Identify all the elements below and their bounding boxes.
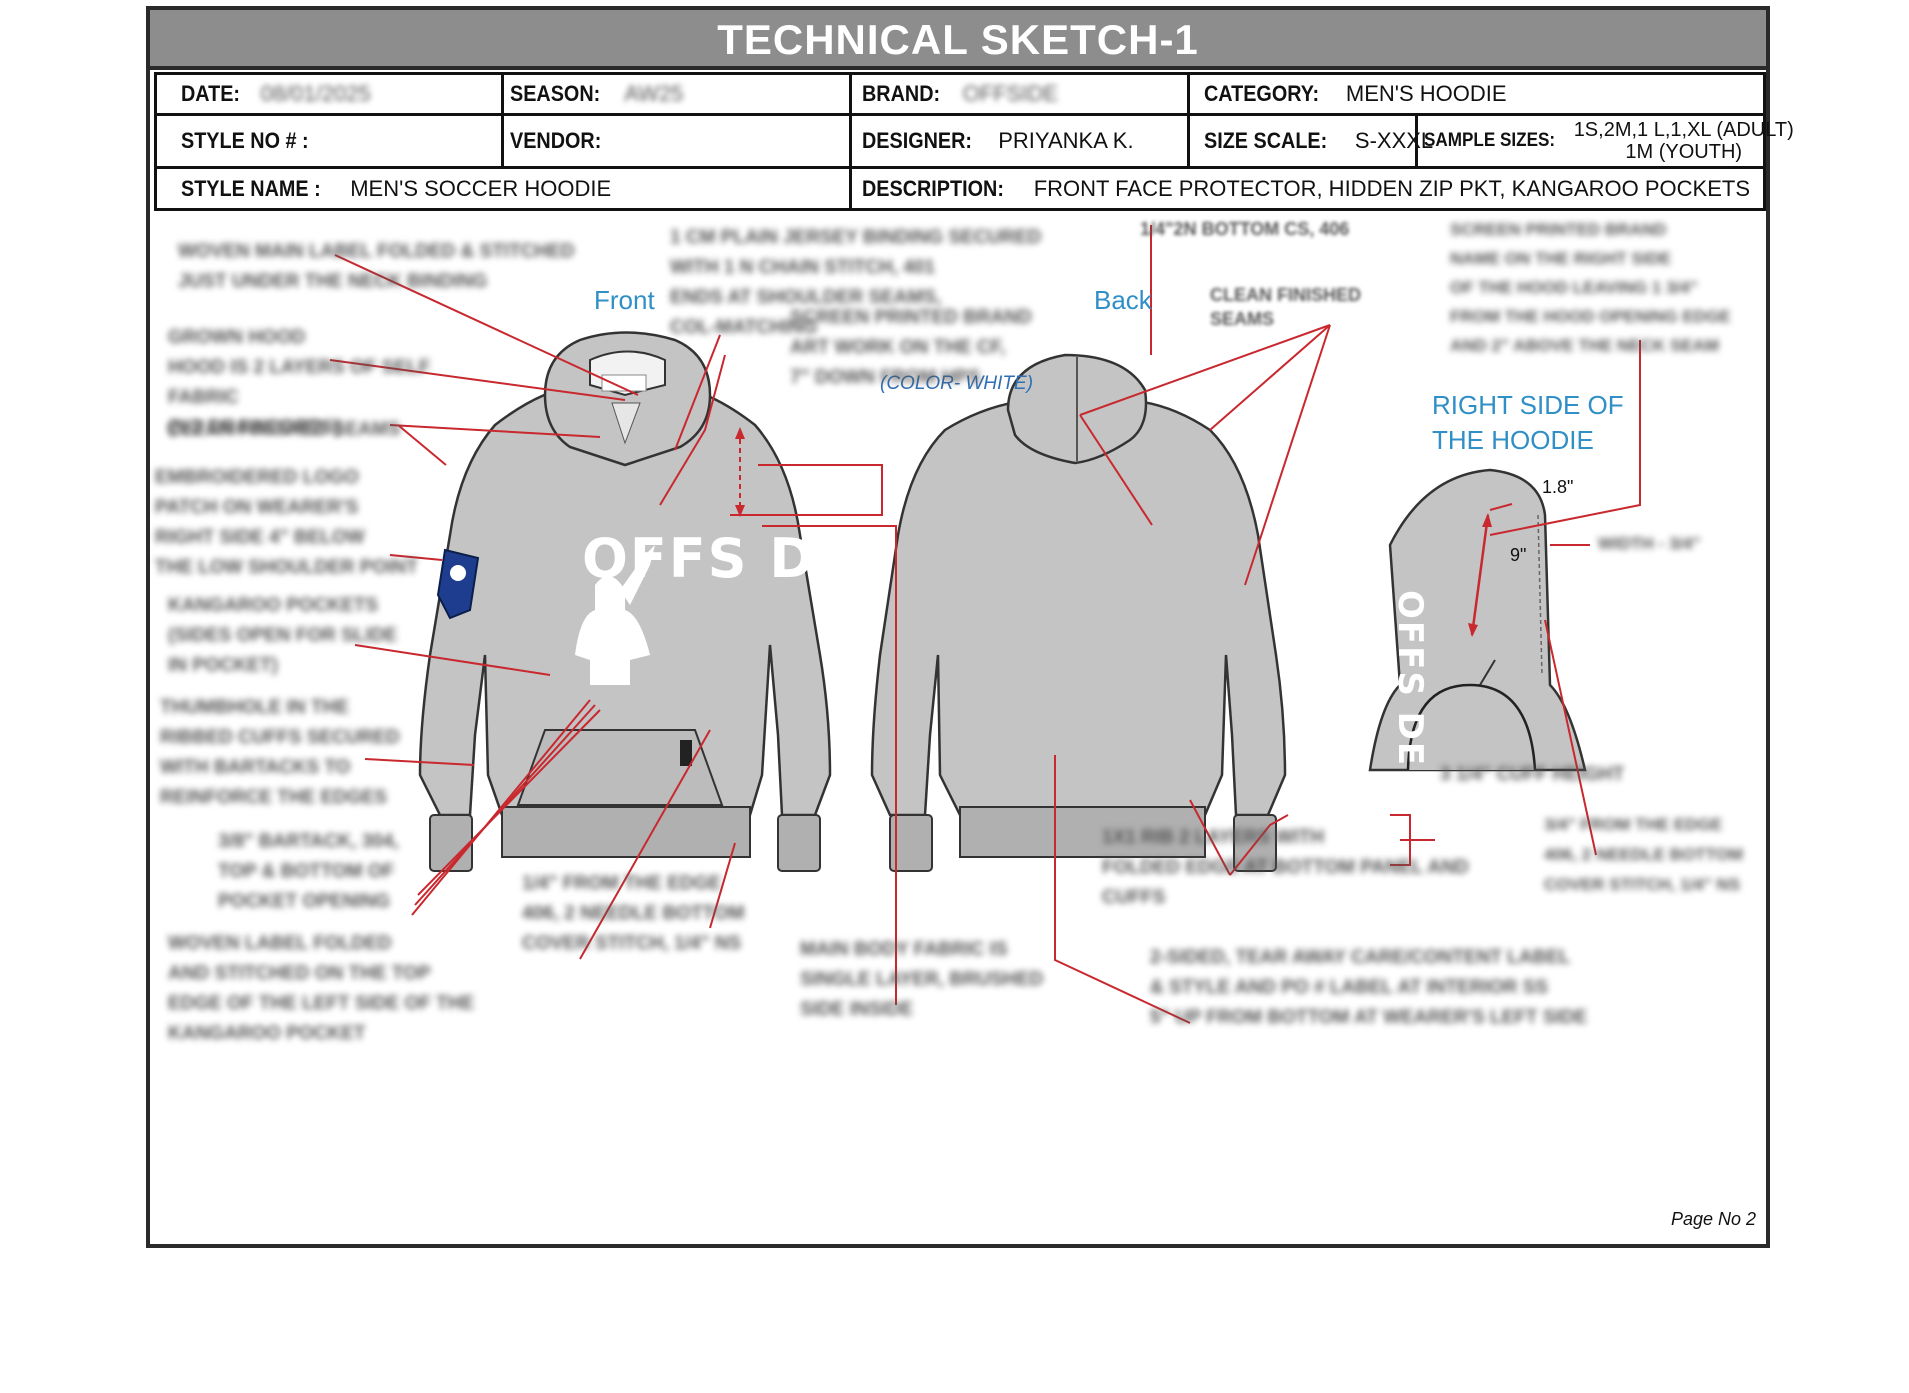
embroidered-logo-patch <box>436 548 480 620</box>
season-value: AW25 <box>624 81 684 106</box>
dim-1-8: 1.8" <box>1542 477 1574 497</box>
season-cell: SEASON: AW25 <box>501 72 852 116</box>
note-clean-seams-back: CLEAN FINISHED SEAMS <box>1210 285 1362 329</box>
size-scale-label: SIZE SCALE: <box>1204 128 1328 153</box>
side-brand-print: OFFS DE <box>1390 590 1430 768</box>
category-value: MEN'S HOODIE <box>1345 81 1507 106</box>
note-hood: GROWN HOOD HOOD IS 2 LAYERS OF SELF FABR… <box>168 327 431 438</box>
callout-lines <box>329 225 1641 1024</box>
sketch-svg <box>329 225 1641 1024</box>
note-main-label: WOVEN MAIN LABEL FOLDED & STITCHED JUST … <box>178 241 575 292</box>
note-screen-print-front: SCREEN PRINTED BRAND ART WORK ON THE CF,… <box>790 307 1032 388</box>
page-number: Page No 2 <box>1670 1209 1756 1229</box>
sketch-area: OFFS DE OFFS DE Front Back RIGHT SIDE OF… <box>150 215 1766 1245</box>
note-bartack: 3/8" BARTACK, 304, TOP & BOTTOM OF POCKE… <box>218 831 399 912</box>
front-view-title: Front <box>594 285 655 315</box>
style-name-value: MEN'S SOCCER HOODIE <box>350 175 612 201</box>
note-hood-stitch: 3/4" FROM THE EDGE 406, 2 NEEDLE BOTTOM … <box>1544 815 1744 894</box>
sample-sizes-values: 1S,2M,1 L,1,XL (ADULT) 1M (YOUTH) <box>1574 119 1794 163</box>
description-label: DESCRIPTION: <box>862 175 1004 201</box>
note-rib: 1X1 RIB 2 LAYERS WITH FOLDED EDGE AT BOT… <box>1102 827 1469 908</box>
style-name-cell: STYLE NAME : MEN'S SOCCER HOODIE <box>154 166 852 211</box>
side-view-title-line1: RIGHT SIDE OF <box>1432 390 1624 420</box>
pocket-woven-label <box>680 740 692 766</box>
note-cuff-height: 3 1/4" CUFF HEIGHT <box>1440 764 1625 785</box>
style-no-label: STYLE NO # : <box>181 128 309 153</box>
note-woven-label-pocket: WOVEN LABEL FOLDED AND STITCHED ON THE T… <box>168 933 475 1044</box>
side-hood <box>1368 468 1587 772</box>
note-screen-print-hood: SCREEN PRINTED BRAND NAME ON THE RIGHT S… <box>1450 220 1731 355</box>
back-waistband <box>959 806 1206 858</box>
back-hoodie <box>870 353 1287 872</box>
tech-sheet: TECHNICAL SKETCH-1 DATE: 08/01/2025 SEAS… <box>146 6 1794 1248</box>
sample-sizes-label: SAMPLE SIZES: <box>1424 130 1556 151</box>
category-label: CATEGORY: <box>1204 81 1320 106</box>
designer-cell: DESIGNER: PRIYANKA K. <box>849 113 1190 169</box>
style-no-cell: STYLE NO # : <box>154 113 504 169</box>
note-thumbhole: THUMBHOLE IN THE RIBBED CUFFS SECURED WI… <box>160 697 400 808</box>
front-waistband <box>501 806 751 858</box>
date-cell: DATE: 08/01/2025 <box>154 72 504 116</box>
brand-cell: BRAND: OFFSIDE <box>849 72 1190 116</box>
dim-9: 9" <box>1510 545 1527 565</box>
front-hoodie <box>418 331 832 872</box>
front-brand-print: OFFS DE <box>582 527 856 590</box>
vendor-label: VENDOR: <box>510 128 602 153</box>
note-binding: 1 CM PLAIN JERSEY BINDING SECURED WITH 1… <box>670 227 1042 338</box>
back-view-title: Back <box>1094 285 1152 315</box>
note-pocket-stitch: 1/4" FROM THE EDGE 406, 2 NEEDLE BOTTOM … <box>522 873 745 954</box>
size-scale-value: S-XXXL <box>1354 128 1434 153</box>
sample-sizes-line1: 1S,2M,1 L,1,XL (ADULT) <box>1573 119 1794 141</box>
note-width: WIDTH - 3/4" <box>1598 534 1701 553</box>
note-embroidered-logo: EMBROIDERED LOGO PATCH ON WEARER'S RIGHT… <box>155 467 418 578</box>
date-label: DATE: <box>181 81 241 106</box>
front-right-cuff <box>777 814 821 872</box>
sample-sizes-cell: SAMPLE SIZES: 1S,2M,1 L,1,XL (ADULT) 1M … <box>1415 113 1794 169</box>
season-label: SEASON: <box>510 81 601 106</box>
style-name-label: STYLE NAME : <box>181 175 321 201</box>
note-main-fabric: MAIN BODY FABRIC IS SINGLE LAYER, BRUSHE… <box>800 939 1044 1020</box>
note-bottom-cs: 1/4"2N BOTTOM CS, 406 <box>1140 219 1350 239</box>
description-cell: DESCRIPTION: FRONT FACE PROTECTOR, HIDDE… <box>849 166 1766 211</box>
side-view-title-line2: THE HOODIE <box>1432 425 1594 455</box>
brand-value: OFFSIDE <box>962 81 1059 106</box>
vendor-cell: VENDOR: <box>501 113 852 169</box>
note-care-label: 2-SIDED, TEAR AWAY CARE/CONTENT LABEL & … <box>1150 947 1588 1028</box>
back-left-cuff <box>889 814 933 872</box>
date-value: 08/01/2025 <box>260 81 371 106</box>
category-cell: CATEGORY: MEN'S HOODIE <box>1187 72 1766 116</box>
sample-sizes-line2: 1M (YOUTH) <box>1625 141 1743 163</box>
designer-value: PRIYANKA K. <box>998 128 1134 153</box>
description-value: FRONT FACE PROTECTOR, HIDDEN ZIP PKT, KA… <box>1033 175 1751 201</box>
note-clean-seams-front: CLEAN FINISHED SEAMS <box>168 419 401 440</box>
note-kangaroo: KANGAROO POCKETS (SIDES OPEN FOR SLIDE I… <box>168 595 398 676</box>
color-note: (COLOR- WHITE) <box>880 373 1034 394</box>
designer-label: DESIGNER: <box>862 128 973 153</box>
size-scale-cell: SIZE SCALE: S-XXXL <box>1187 113 1433 169</box>
brand-label: BRAND: <box>862 81 941 106</box>
player-graphic <box>575 576 650 685</box>
sheet-title: TECHNICAL SKETCH-1 <box>150 10 1766 70</box>
